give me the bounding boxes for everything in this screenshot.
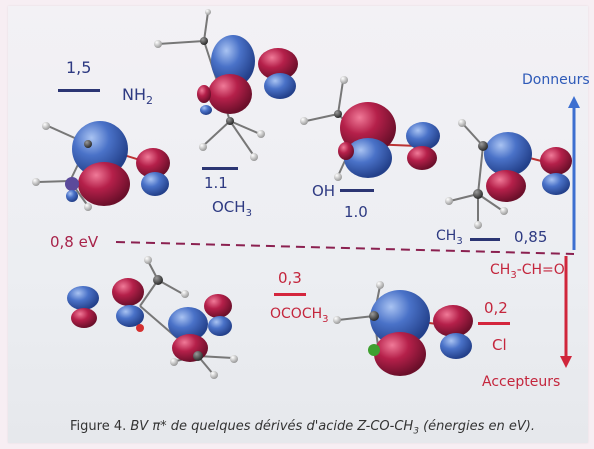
orbital-illustrations (32, 9, 580, 379)
molecule-ococh3 (67, 256, 238, 379)
value-oh: 1.0 (344, 203, 368, 221)
group-ch3: CH3 (436, 228, 463, 247)
group-ococh3: OCOCH3 (270, 306, 329, 325)
caption-prefix: Figure 4. (70, 419, 127, 434)
molecule-och3 (154, 9, 298, 161)
level-bar-och3 (202, 167, 238, 170)
donor-arrow-icon (568, 96, 580, 108)
level-bar-ch3 (470, 238, 500, 241)
value-nh2: 1,5 (66, 58, 92, 77)
level-bar-nh2 (58, 89, 100, 92)
value-ococh3: 0,3 (278, 269, 302, 287)
donneurs-label: Donneurs (522, 72, 590, 88)
value-och3: 1.1 (204, 174, 228, 192)
group-cl: Cl (492, 336, 507, 354)
group-ch3cho: CH3-CH=O (490, 262, 565, 281)
group-oh: OH (312, 182, 336, 200)
value-ch3: 0,85 (514, 228, 548, 246)
molecule-cl (333, 281, 473, 376)
molecule-ch3 (445, 119, 572, 229)
page: 1,5 NH2 1.1 OCH3 OH 1.0 CH3 0,85 0,8 eV … (8, 6, 590, 443)
molecule-nh2 (32, 121, 170, 211)
threshold-dashed-line (115, 241, 575, 255)
level-bar-oh (340, 189, 374, 192)
value-cl: 0,2 (484, 299, 508, 317)
level-bar-ococh3 (274, 293, 306, 296)
caption-text: BV π* de quelques dérivés d'acide Z-CO-C… (130, 419, 535, 437)
molecule-oh (300, 76, 440, 181)
group-och3: OCH3 (212, 198, 252, 219)
figure-caption: Figure 4. BV π* de quelques dérivés d'ac… (70, 419, 535, 437)
accepteurs-label: Accepteurs (482, 374, 561, 390)
group-nh2: NH2 (122, 85, 153, 108)
level-bar-cl (478, 322, 510, 325)
threshold-value: 0,8 eV (50, 233, 99, 251)
acceptor-arrow-icon (560, 356, 572, 368)
